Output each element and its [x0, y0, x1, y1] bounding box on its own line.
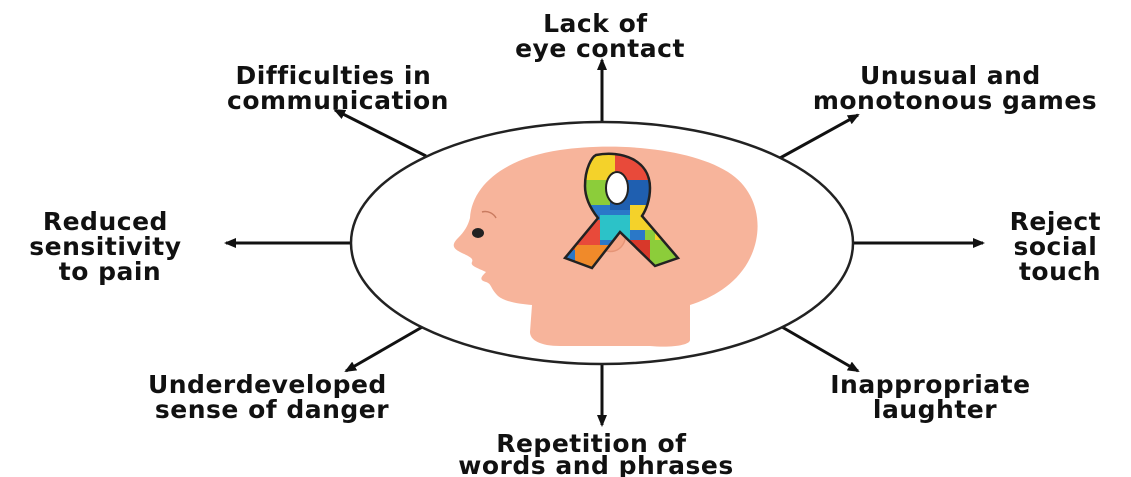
arrow-top-right — [779, 113, 860, 160]
label-top-right: Unusual and monotonous games — [813, 61, 1097, 115]
arrows — [224, 58, 985, 427]
label-bottom-left: Underdeveloped sense of danger — [148, 370, 396, 424]
label-top-left: Difficulties in communication — [227, 61, 449, 115]
arrow-bottom-left — [344, 324, 425, 373]
arrow-bottom-right — [781, 325, 860, 373]
label-bottom: Repetition of words and phrases — [458, 429, 733, 477]
label-left: Reduced sensitivity to pain — [29, 207, 190, 286]
label-right: Reject social touch — [1010, 207, 1111, 286]
arrow-top-left — [333, 108, 427, 158]
label-top: Lack of eye contact — [515, 9, 685, 63]
symptom-labels: Lack of eye contact Unusual and monotono… — [29, 9, 1111, 477]
label-bottom-right: Inappropriate laughter — [830, 370, 1040, 424]
